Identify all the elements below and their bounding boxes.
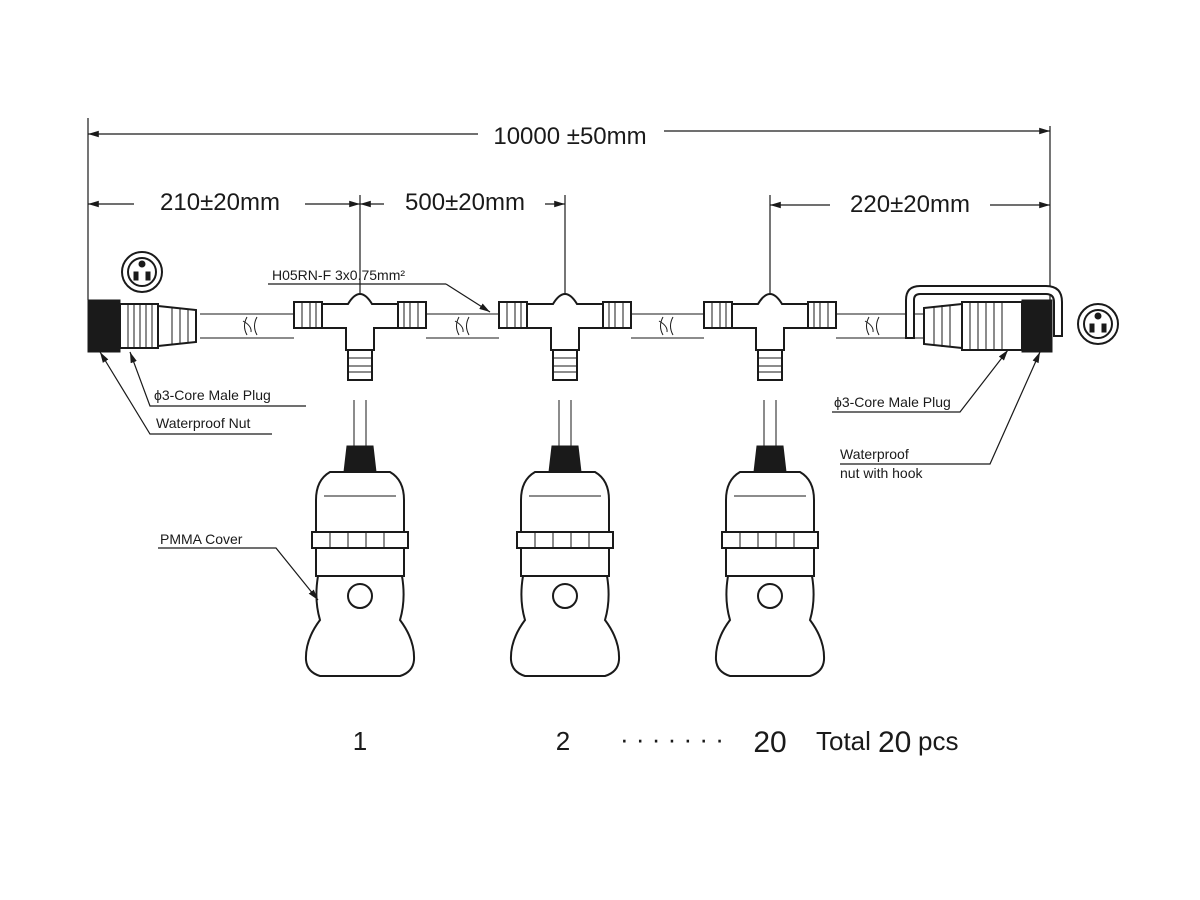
left-nut-leader — [99, 351, 272, 435]
last-segment-label: 220±20mm — [850, 191, 970, 218]
pmma-cover-leader — [158, 547, 319, 601]
tee-junction-2 — [498, 293, 632, 381]
lamp-number-1: 1 — [353, 726, 367, 756]
lamp-number-2: 2 — [556, 726, 570, 756]
main-cable — [200, 313, 924, 339]
cable-spec-leader — [445, 283, 491, 313]
lamp-number-20: 20 — [753, 726, 786, 759]
total-unit: pcs — [918, 726, 958, 756]
left-plug-label: ϕ3-Core Male Plug — [154, 387, 271, 403]
right-plug-with-hook — [905, 285, 1063, 353]
right-nut-label-line1: Waterproof — [840, 446, 909, 462]
tee-junction-3 — [703, 293, 837, 381]
spacing-label: 500±20mm — [405, 189, 525, 216]
left-nut-label: Waterproof Nut — [156, 415, 251, 431]
cable-spec-label: H05RN-F 3x0.75mm² — [272, 267, 405, 283]
right-nut-leader — [840, 351, 1041, 465]
right-nut-label-line2: nut with hook — [840, 465, 923, 481]
sequence-dots: · · · · · · · — [620, 724, 724, 754]
tee-junction-1 — [293, 293, 427, 381]
right-plug-face-icon — [1077, 303, 1119, 345]
pmma-cover-label: PMMA Cover — [160, 531, 243, 547]
total-count: 20 — [878, 726, 911, 759]
right-plug-label: ϕ3-Core Male Plug — [834, 394, 951, 410]
total-word: Total — [816, 726, 871, 756]
total-length-label: 10000 ±50mm — [493, 123, 646, 150]
first-segment-label: 210±20mm — [160, 189, 280, 216]
left-plug-leader — [129, 351, 306, 407]
right-plug-leader — [832, 349, 1009, 413]
left-male-plug — [87, 299, 197, 353]
left-plug-face-icon — [121, 251, 163, 293]
lamp-3 — [714, 399, 826, 677]
lamp-2 — [509, 399, 621, 677]
lamp-1 — [304, 399, 416, 677]
